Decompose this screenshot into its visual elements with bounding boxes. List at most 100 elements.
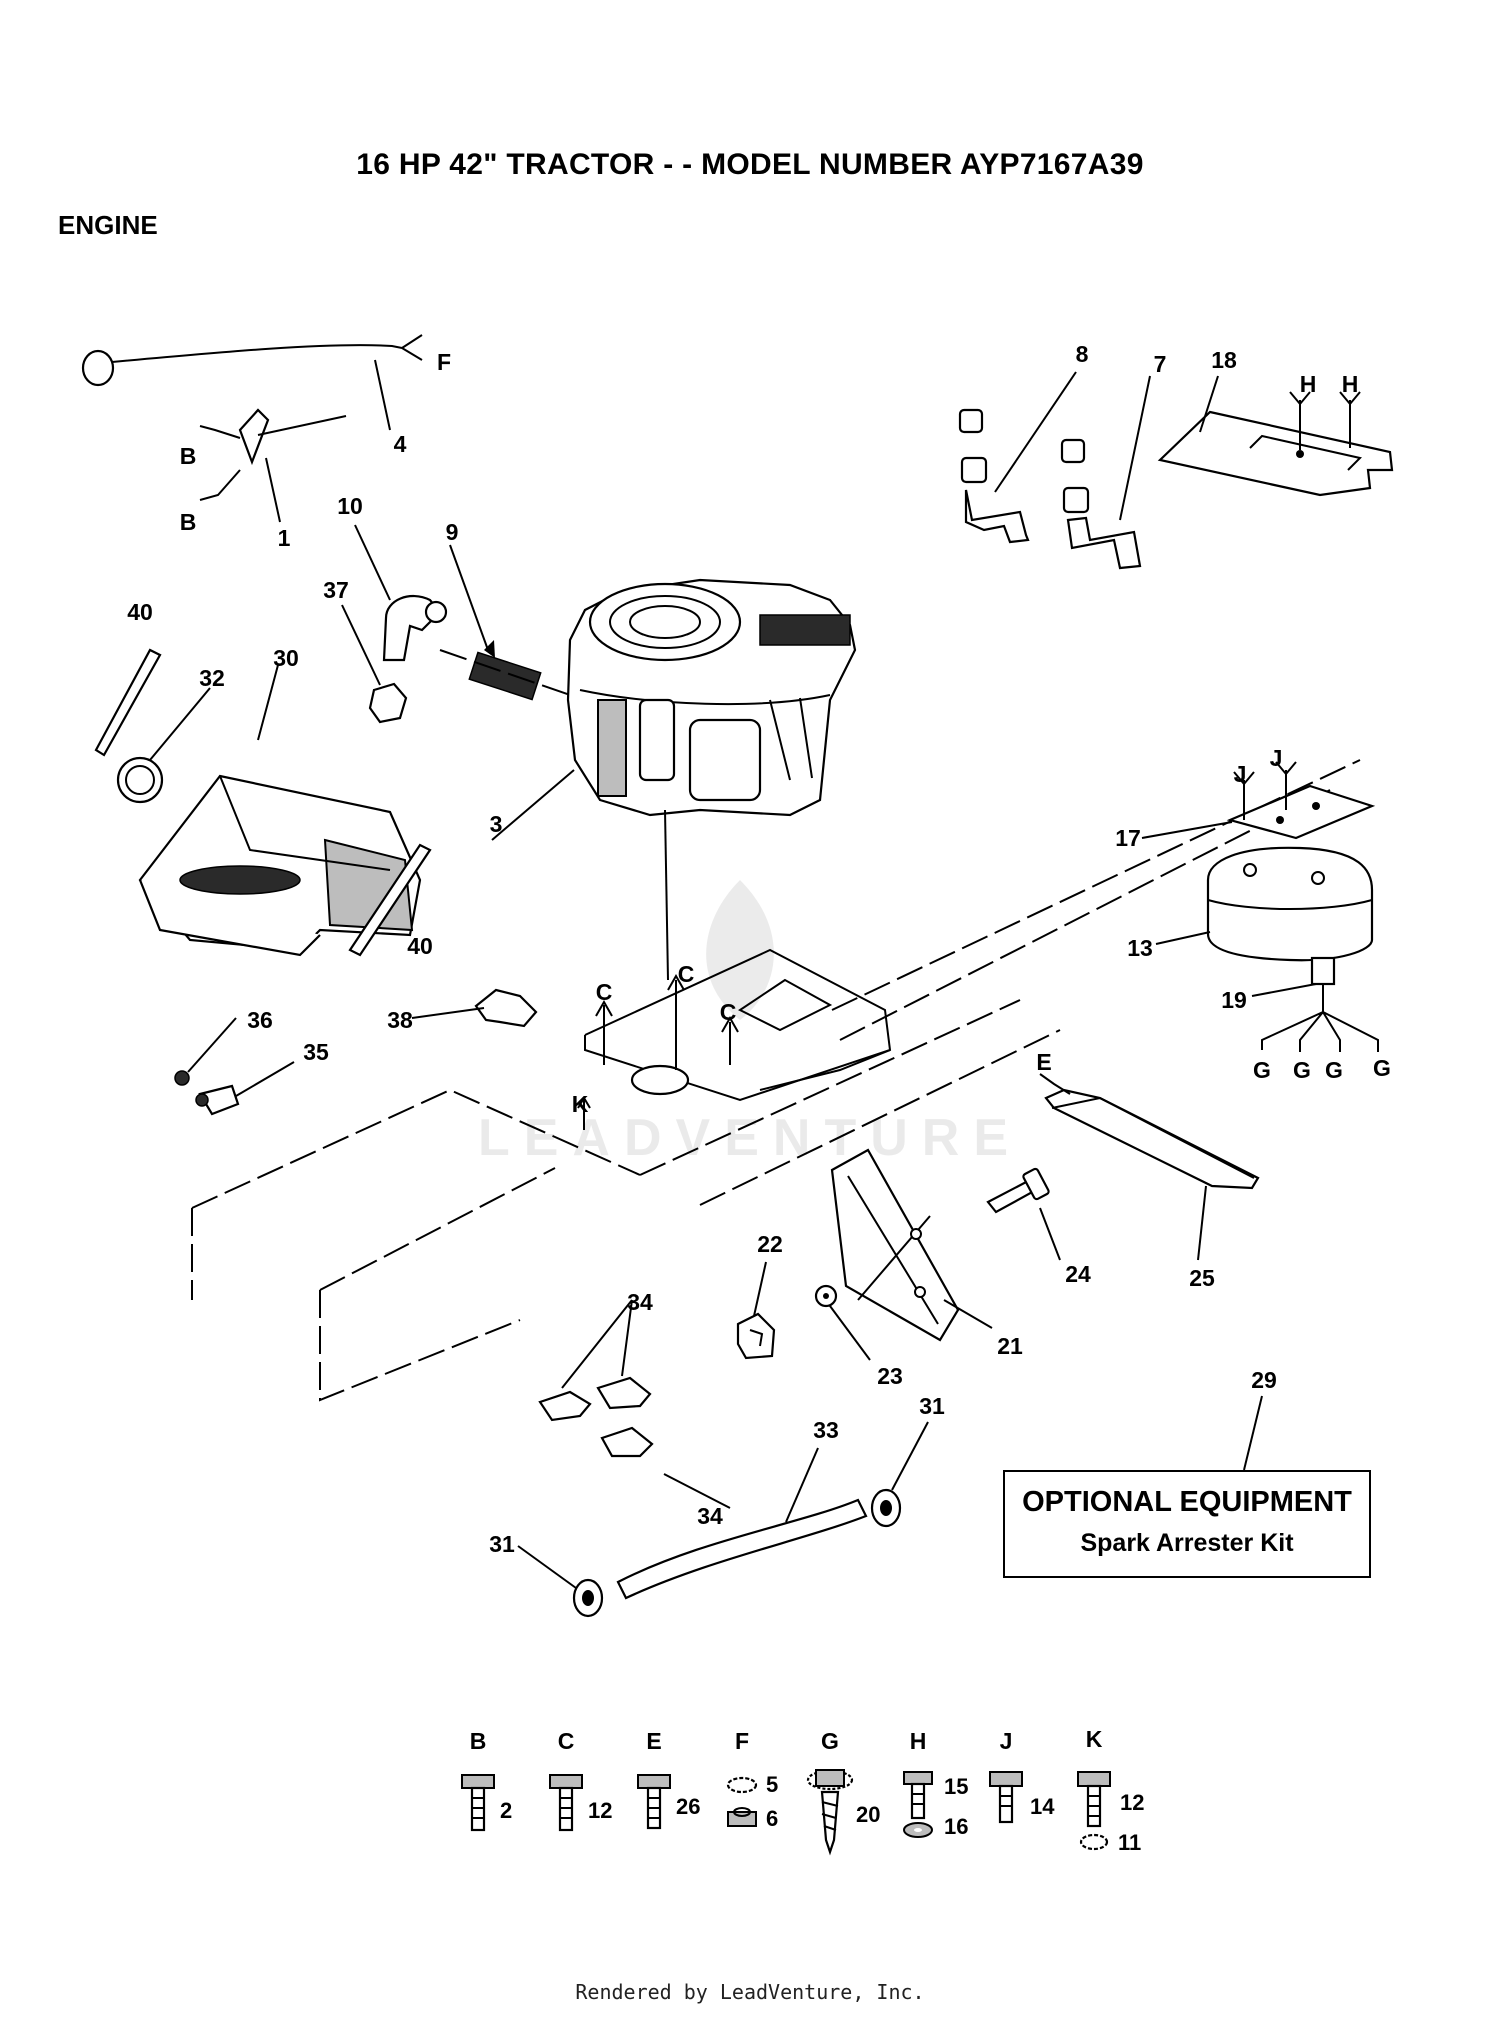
part-22-clip[interactable] [736,1261,776,1360]
part-34-pad-2[interactable] [561,1299,652,1410]
part-34-pad-3[interactable] [600,1426,731,1509]
part-7-pipe[interactable] [1060,375,1151,570]
part-8-pipe[interactable] [958,371,1077,544]
part-35-fitting[interactable] [195,1061,295,1116]
part-24-bolt[interactable] [986,1167,1061,1261]
legend-part-F-2: 6 [766,1806,778,1831]
ref-B-2: B [180,509,197,535]
ref-E: E [1036,1049,1051,1075]
ref-J-1: J [1234,761,1247,787]
part-21-plate[interactable] [830,1148,993,1342]
optional-equipment-box: OPTIONAL EQUIPMENT Spark Arrester Kit [1003,1470,1371,1578]
legend-letter-F: F [735,1728,749,1754]
callout-25: 25 [1189,1265,1215,1291]
part-10-elbow[interactable] [354,524,448,662]
callout-37: 37 [323,577,349,603]
callout-29: 29 [1251,1367,1277,1393]
page-title: 16 HP 42" TRACTOR - - MODEL NUMBER AYP71… [356,148,1144,181]
fastener-reference-letters: F B B H H J J C C C K E G G G G [180,349,1391,1117]
ref-H-2: H [1342,371,1359,397]
optional-equipment-title: OPTIONAL EQUIPMENT [1022,1486,1352,1518]
part-34-pad-1[interactable] [538,1390,592,1422]
callout-38: 38 [387,1007,413,1033]
part-40-strip-top[interactable] [94,648,162,757]
fastener-arrows-c [577,973,739,1130]
legend-bolt-icon [461,1774,495,1832]
callout-7: 7 [1154,351,1167,377]
callout-23: 23 [877,1363,903,1389]
ref-C-1: C [596,979,613,1005]
legend-screw-icon [806,1769,854,1856]
part-32-cap[interactable] [116,687,211,804]
callout-30: 30 [273,645,299,671]
legend-letter-B: B [470,1728,487,1754]
callout-32: 32 [199,665,225,691]
part-38-clip[interactable] [411,988,538,1028]
part-19-exhaust-pipe[interactable] [1251,956,1379,1052]
part-33-hose[interactable] [616,1447,868,1600]
callout-36: 36 [247,1007,273,1033]
part-31-clamp-left[interactable] [517,1545,604,1618]
callout-17: 17 [1115,825,1141,851]
legend-bolt-icon [989,1771,1023,1824]
ref-G-1: G [1253,1057,1271,1083]
legend-lockwasher-icon [726,1776,758,1794]
part-29-leader [1243,1395,1263,1471]
part-25-deflector[interactable] [1039,1073,1260,1261]
legend-part-G: 20 [856,1802,880,1827]
legend-part-F-1: 5 [766,1772,778,1797]
legend-washer-icon [903,1822,933,1838]
part-23-washer[interactable] [814,1284,871,1361]
legend-letter-K: K [1086,1726,1103,1752]
legend-letter-H: H [910,1728,927,1754]
part-18-heat-shield[interactable] [1157,375,1394,497]
callout-13: 13 [1127,935,1153,961]
part-1-bracket[interactable] [199,408,347,523]
part-4-throttle-cable[interactable] [81,334,423,431]
part-31-clamp-right[interactable] [870,1421,929,1528]
legend-lockwasher-icon [1079,1833,1109,1851]
legend-part-H-2: 16 [944,1814,968,1839]
ref-G-2: G [1293,1057,1311,1083]
part-36-bolt[interactable] [174,1017,237,1086]
callout-31-left: 31 [489,1531,515,1557]
part-3-engine[interactable] [491,578,857,981]
ref-G-4: G [1373,1055,1391,1081]
ref-B-1: B [180,443,197,469]
legend-letter-E: E [646,1728,661,1754]
part-40-strip-bottom[interactable] [348,843,432,957]
ref-H-1: H [1300,371,1317,397]
callout-1: 1 [278,525,291,551]
legend-bolt-icon [1077,1771,1111,1828]
part-17-muffler-bracket[interactable] [1141,761,1376,840]
callout-35: 35 [303,1039,329,1065]
ref-J-2: J [1270,745,1283,771]
callout-8: 8 [1076,341,1089,367]
callout-4: 4 [394,431,407,457]
callout-22: 22 [757,1231,783,1257]
part-37-fitting-nut[interactable] [341,604,408,724]
ref-C-2: C [678,961,695,987]
legend-part-K-2: 11 [1118,1830,1141,1855]
legend-letter-C: C [558,1728,575,1754]
legend-letter-J: J [1000,1728,1013,1754]
callout-34-top: 34 [627,1289,653,1315]
callout-31-right: 31 [919,1393,945,1419]
callout-18: 18 [1211,347,1237,373]
legend-part-B: 2 [500,1798,512,1823]
watermark-logo: LEADVENTURE [478,880,1008,1167]
callout-10: 10 [337,493,363,519]
ref-F: F [437,349,451,375]
legend-bolt-icon [637,1774,671,1830]
legend-bolt-icon [903,1771,933,1820]
footer-credit: Rendered by LeadVenture, Inc. [575,1980,925,2004]
part-9-tube[interactable] [439,544,571,701]
callout-34-bottom: 34 [697,1503,723,1529]
legend-part-C: 12 [588,1798,612,1823]
part-13-muffler[interactable] [1155,846,1374,962]
callout-21: 21 [997,1333,1023,1359]
callout-33: 33 [813,1417,839,1443]
section-label: ENGINE [58,210,158,240]
legend-part-J: 14 [1030,1794,1055,1819]
callout-19: 19 [1221,987,1247,1013]
